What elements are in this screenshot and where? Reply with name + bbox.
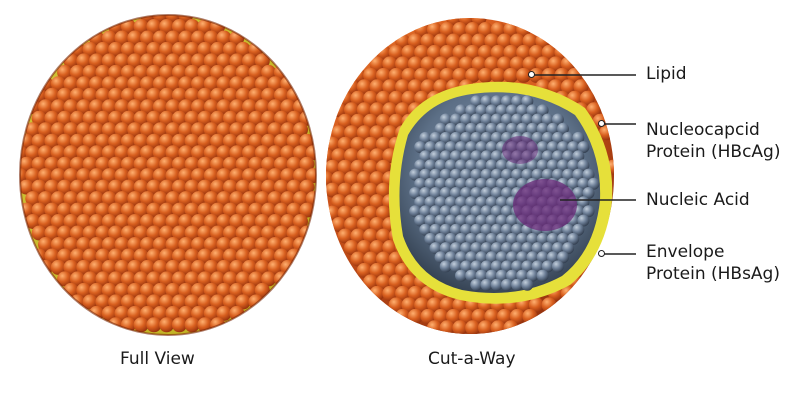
label-envelope-line1: Envelope: [646, 242, 724, 263]
label-nucleic-acid: Nucleic Acid: [646, 190, 750, 211]
full-view-sphere: [13, 8, 321, 336]
label-envelope-line2: Protein (HBsAg): [646, 264, 780, 285]
label-nucleocapsid-line2: Protein (HBcAg): [646, 142, 780, 163]
caption-cut-a-way: Cut-a-Way: [428, 349, 516, 369]
cutaway-sphere: [319, 11, 621, 336]
label-lipid: Lipid: [646, 64, 687, 85]
marker-envelope: [598, 250, 605, 257]
marker-nucleocapsid: [598, 120, 605, 127]
label-nucleocapsid-line1: Nucleocapcid: [646, 120, 760, 141]
marker-lipid: [528, 71, 535, 78]
caption-full-view: Full View: [120, 349, 195, 369]
